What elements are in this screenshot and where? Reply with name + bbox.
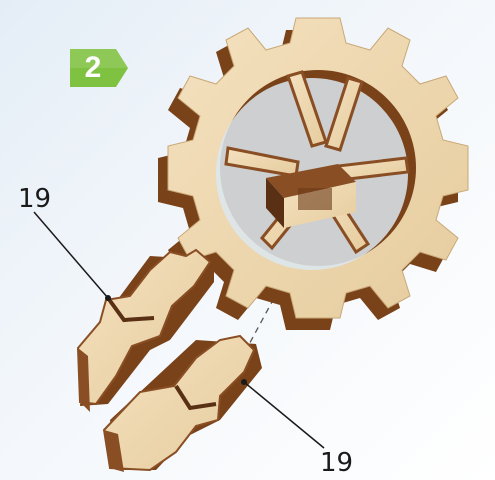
step-badge: 2 [70,49,128,87]
leader-dot [241,379,247,385]
leader-dot [105,295,111,301]
part-callout-label: 19 [320,450,353,476]
step-number: 2 [70,49,116,87]
part-callout-label: 19 [18,186,51,212]
